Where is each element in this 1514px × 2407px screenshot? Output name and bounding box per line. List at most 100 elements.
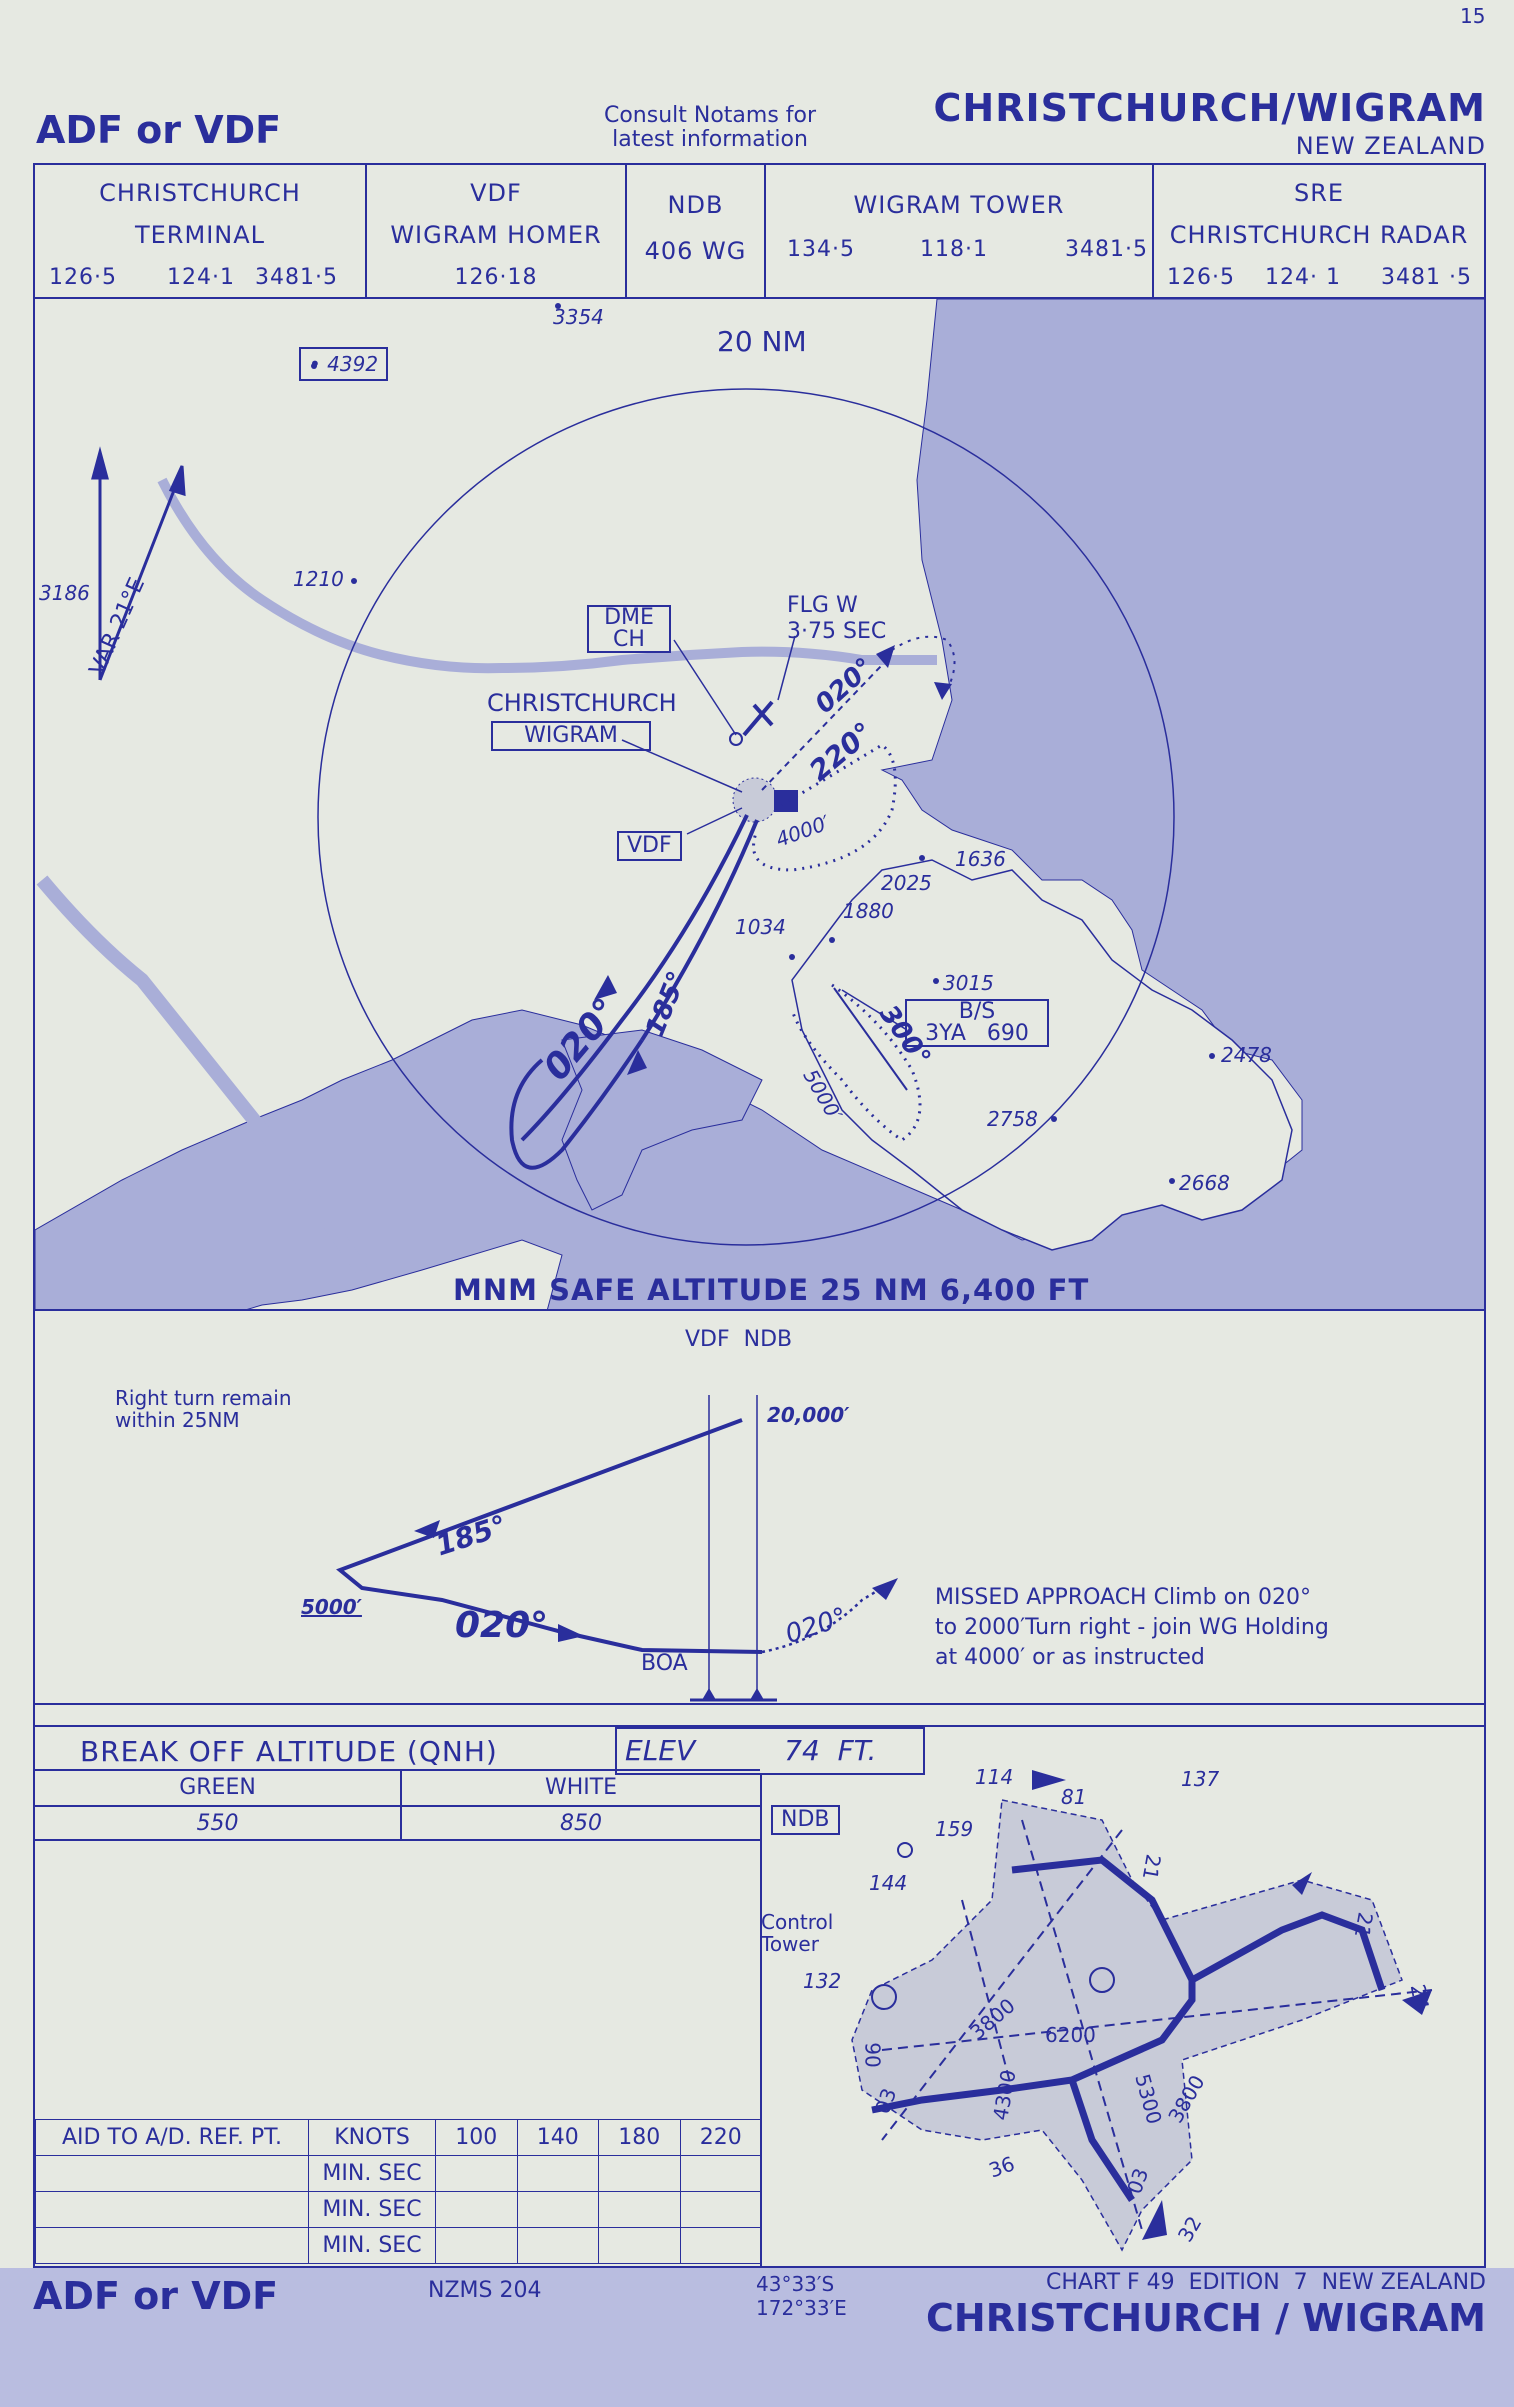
rakaia-river <box>36 875 368 1275</box>
sre-name-1: SRE <box>1293 179 1345 207</box>
obstacle-144: 144 <box>869 1871 908 1895</box>
airfield-boundary <box>851 1799 1403 2252</box>
vdf-freq: 126·18 <box>454 265 538 290</box>
dme-label-box: DME CH <box>587 605 671 653</box>
profile-diagram <box>336 1395 898 1702</box>
country-label: NEW ZEALAND <box>1295 132 1486 160</box>
table-row: MIN. SEC <box>35 2155 762 2192</box>
waimakariri-river <box>157 477 937 674</box>
profile-note-2: within 25NM <box>115 1408 240 1432</box>
bs-label: B/S <box>958 999 996 1024</box>
ndb-marker <box>750 1688 764 1700</box>
runway-sealed <box>871 1856 1386 2202</box>
footer-chart-type: ADF or VDF <box>33 2274 279 2318</box>
flg-w-aircraft-symbol <box>742 700 774 737</box>
green-value: 550 <box>196 1811 239 1836</box>
profile-alt-5000: 5000′ <box>301 1595 362 1619</box>
section-divider <box>33 1703 1486 1727</box>
white-label: WHITE <box>544 1775 618 1800</box>
variation-arrows <box>91 446 186 681</box>
aerodrome-label-2: WIGRAM <box>491 721 651 751</box>
table-row: MIN. SEC <box>35 2191 762 2228</box>
sre-freq-3: 3481 ·5 <box>1381 265 1472 290</box>
obstacle-159: 159 <box>935 1817 974 1841</box>
airfield-diagram <box>851 1770 1433 2252</box>
lake-ellesmere <box>561 1029 763 1211</box>
profile-view: Right turn remain within 25NM VDF NDB 20… <box>33 1311 1486 1703</box>
missed-line-1: MISSED APPROACH Climb on 020° <box>935 1585 1311 1610</box>
terminal-freq-2: 124·1 <box>167 265 235 290</box>
profile-boa: BOA <box>641 1651 688 1676</box>
vdf-label: VDF <box>617 831 682 861</box>
chart-type-title: ADF or VDF <box>36 108 282 152</box>
profile-note-1: Right turn remain <box>115 1386 292 1410</box>
spot-2025: 2025 <box>881 871 932 895</box>
aerodrome-label-1: CHRISTCHURCH <box>487 689 677 717</box>
footer-nzms: NZMS 204 <box>428 2278 542 2303</box>
airfield-ndb-label: NDB <box>771 1805 840 1835</box>
terminal-freq-1: 126·5 <box>49 265 117 290</box>
ndb-name: NDB <box>667 191 724 219</box>
dme-label-1: DME <box>604 605 654 630</box>
runway-arrows <box>1032 1770 1432 2240</box>
spot-height-dots <box>311 303 1215 1184</box>
notams-note: Consult Notams for latest information <box>560 104 860 152</box>
lower-section: BREAK OFF ALTITUDE (QNH) ELEV 74 FT. GRE… <box>33 1727 1486 2268</box>
profile-heading-020: 020° <box>455 1605 549 1646</box>
inbound-arrow <box>558 1624 584 1642</box>
aerodrome-title: CHRISTCHURCH/WIGRAM <box>933 86 1486 130</box>
obstacle-137: 137 <box>1181 1767 1220 1791</box>
knots-140: 140 <box>516 2119 599 2156</box>
dme-symbol <box>729 732 743 746</box>
label-leaders <box>621 635 908 1031</box>
terminal-name-2: TERMINAL <box>134 221 266 249</box>
peninsula-land <box>791 859 1293 1251</box>
frequency-strip: CHRISTCHURCH TERMINAL 126·5 124·1 3481·5… <box>33 163 1486 299</box>
control-label-1: Control <box>761 1910 834 1934</box>
runway-grass <box>881 1819 1433 2231</box>
sre-freq-2: 124· 1 <box>1265 265 1341 290</box>
spot-4392-box: • 4392 <box>299 347 389 381</box>
footer-aerodrome-title: CHRISTCHURCH / WIGRAM <box>926 2296 1486 2340</box>
profile-alt-20000: 20,000′ <box>767 1403 850 1427</box>
spot-1880: 1880 <box>843 899 894 923</box>
tower-freq-3: 3481·5 <box>1065 237 1148 262</box>
broadcast-station-box: B/S 3YA 690 <box>905 999 1049 1047</box>
flg-label: FLG W 3·75 SEC <box>787 593 886 645</box>
track-arrow-3 <box>594 975 617 1000</box>
spot-2758: 2758 <box>987 1107 1038 1131</box>
vdf-marker <box>702 1688 716 1700</box>
tower-name: WIGRAM TOWER <box>853 191 1065 219</box>
outbound-arrow <box>414 1520 440 1538</box>
control-tower-label: Control Tower <box>761 1911 833 1955</box>
knots-180: 180 <box>598 2119 681 2156</box>
min-sec-label: MIN. SEC <box>308 2191 436 2228</box>
dme-label-2: CH <box>613 627 645 652</box>
track-arrow-2 <box>934 682 952 700</box>
msa-label: MNM SAFE ALTITUDE 25 NM 6,400 FT <box>453 1273 1090 1307</box>
boa-values: GREEN WHITE 550 850 <box>35 1769 760 1841</box>
profile-lines <box>336 1395 883 1702</box>
obstacle-81: 81 <box>1061 1785 1087 1809</box>
spot-1636: 1636 <box>955 847 1006 871</box>
spot-3186: 3186 <box>39 581 90 605</box>
knots-220: 220 <box>679 2119 762 2156</box>
ndb-symbol <box>774 790 798 812</box>
table-row: MIN. SEC <box>35 2227 762 2264</box>
spot-1034: 1034 <box>735 915 786 939</box>
sea-area <box>35 299 1484 1309</box>
spot-4392: 4392 <box>327 352 379 376</box>
boa-title: BREAK OFF ALTITUDE (QNH) <box>80 1735 498 1768</box>
approach-tracks <box>509 635 956 1170</box>
sre-freq-1: 126·5 <box>1167 265 1235 290</box>
range-ring-20nm <box>317 388 1175 1246</box>
flg-label-2: 3·75 SEC <box>787 619 887 644</box>
runway-number-24: 24 <box>1405 1982 1434 2012</box>
knots-col-header: KNOTS <box>308 2119 436 2156</box>
sre-name-2: CHRISTCHURCH RADAR <box>1169 221 1469 249</box>
profile-facilities: VDF NDB <box>685 1327 793 1352</box>
ndb-ident: 406 WG <box>644 237 747 265</box>
ref-point-symbol <box>1089 1967 1115 1993</box>
elevation-box: ELEV 74 FT. <box>615 1727 925 1775</box>
control-label-2: Tower <box>761 1932 819 1956</box>
